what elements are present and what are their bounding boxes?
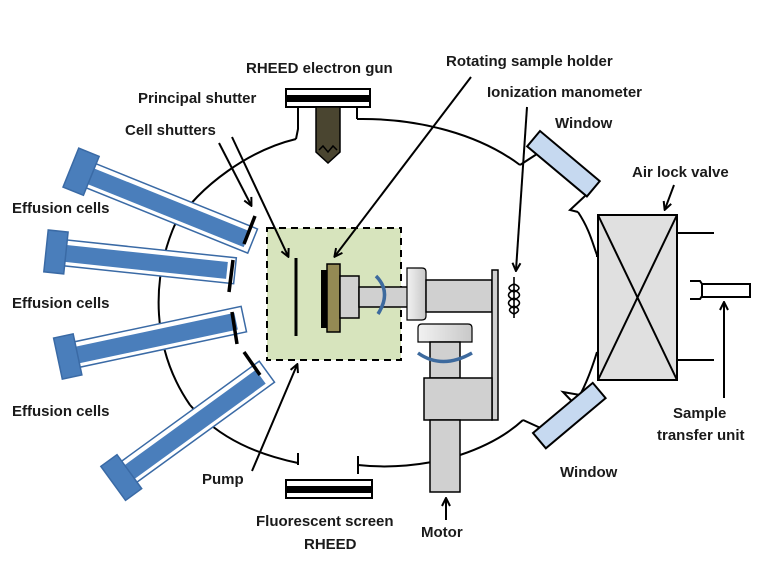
motor-assembly [417,323,493,493]
label-pump: Pump [202,471,244,488]
label-effusion-cells-1: Effusion cells [12,200,110,217]
label-sample-transfer-2: transfer unit [657,427,745,444]
leader-lines [218,76,724,520]
label-effusion-cells-2: Effusion cells [12,295,110,312]
label-rotating-sample-holder: Rotating sample holder [446,53,613,70]
effusion-cell-2 [42,229,238,285]
rotation-arrow-shaft [374,274,387,315]
label-rheed-gun: RHEED electron gun [246,60,393,77]
sample-transfer-unit [690,280,751,300]
label-cell-shutters: Cell shutters [125,122,216,139]
rotating-sample-holder [321,263,499,421]
label-window-bottom: Window [560,464,618,481]
rheed-electron-gun [285,88,371,165]
effusion-cell-1 [62,147,259,255]
label-principal-shutter: Principal shutter [138,90,257,107]
label-sample-transfer-1: Sample [673,405,726,422]
label-motor: Motor [421,524,463,541]
ionization-manometer [507,277,521,318]
fluorescent-screen [285,453,373,499]
label-fluorescent-screen: Fluorescent screen [256,513,394,530]
cell-shutters [227,215,262,376]
label-effusion-cells-3: Effusion cells [12,403,110,420]
label-air-lock-valve: Air lock valve [632,164,729,181]
window-bottom [531,381,608,450]
effusion-cell-3 [52,305,248,381]
effusion-cell-4 [99,360,276,502]
air-lock-valve [597,214,714,381]
label-ionization-manometer: Ionization manometer [487,84,642,101]
label-rheed: RHEED [304,536,357,553]
window-top [525,129,602,198]
label-window-top: Window [555,115,613,132]
rotation-arrow-motor [416,351,473,364]
